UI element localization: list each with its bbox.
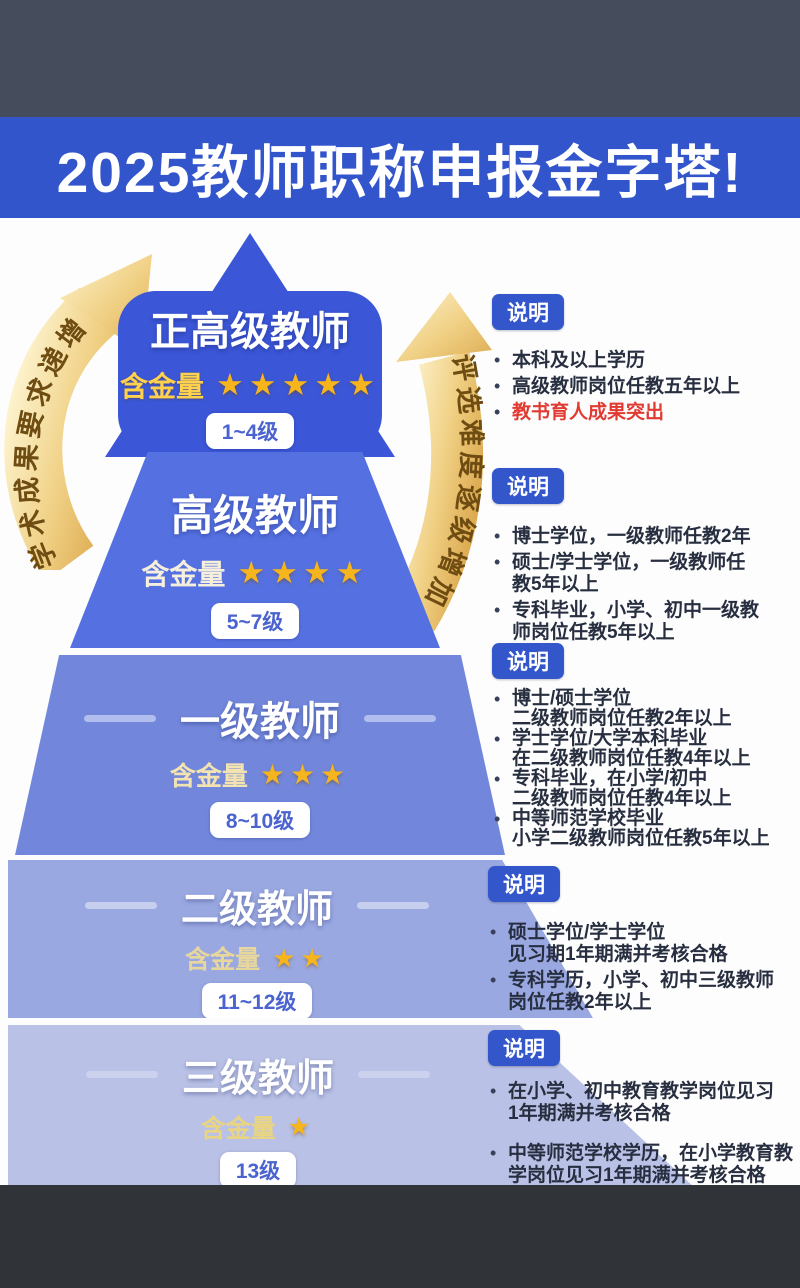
decor-line [85, 1071, 158, 1078]
note-item: 博士学位，一级教师任教2年 [492, 526, 800, 548]
tier-title: 一级教师 [180, 700, 340, 744]
note-badge: 说明 [492, 643, 564, 679]
note-line: 见习期1年期满并考核合格 [508, 944, 728, 965]
note-line: 博士/硕士学位 [512, 688, 632, 709]
level-pill: 11~12级 [201, 983, 313, 1018]
note-item: 在小学、初中教育教学岗位见习 1年期满并考核合格 [488, 1081, 796, 1125]
note-item: 专科毕业，小学、初中一级教 师岗位任教5年以上 [492, 600, 800, 644]
star-rating: ★ [287, 1113, 316, 1141]
note-item: 本科及以上学历 [492, 350, 800, 372]
note-line: 在二级教师岗位任教4年以上 [512, 748, 751, 769]
note-item: 硕士学位/学士学位 见习期1年期满并考核合格 [488, 922, 796, 966]
note-badge: 说明 [492, 294, 564, 330]
tier-title: 高级教师 [170, 492, 339, 539]
note-list: 博士学位，一级教师任教2年 硕士/学士学位，一级教师任 教5年以上 专科毕业，小… [492, 526, 800, 644]
level-pill: 8~10级 [209, 802, 311, 838]
note-list: 博士/硕士学位 二级教师岗位任教2年以上 学士学位/大学本科毕业 在二级教师岗位… [492, 689, 800, 849]
note-list: 本科及以上学历 高级教师岗位任教五年以上 教书育人成果突出 [492, 350, 800, 424]
gold-content-label: 含金量 [120, 371, 205, 402]
decor-line [84, 902, 157, 909]
note-line: 岗位任教2年以上 [508, 992, 652, 1013]
note-item: 中等师范学校学历，在小学教育教 学岗位见习1年期满并考核合格 [488, 1143, 796, 1187]
note-section-5: 说明 在小学、初中教育教学岗位见习 1年期满并考核合格 中等师范学校学历，在小学… [488, 1030, 796, 1191]
note-line: 二级教师岗位任教2年以上 [512, 708, 732, 729]
left-arrow-icon: 学术成果要求递增 [4, 254, 152, 570]
note-list: 硕士学位/学士学位 见习期1年期满并考核合格 专科学历，小学、初中三级教师 岗位… [488, 922, 796, 1014]
note-item: 中等师范学校毕业 小学二级教师岗位任教5年以上 [492, 809, 800, 849]
bottom-letterbox-bar [0, 1185, 800, 1288]
decor-line [358, 1071, 430, 1078]
note-badge: 说明 [488, 1030, 560, 1066]
note-item: 硕士/学士学位，一级教师任 教5年以上 [492, 552, 800, 596]
right-arrow-icon: 评选难度逐级增加 [389, 292, 492, 632]
level-pill: 5~7级 [210, 603, 300, 639]
decor-line [357, 902, 429, 909]
note-line: 专科毕业，小学、初中一级教 [512, 600, 760, 621]
note-badge: 说明 [492, 468, 564, 504]
note-line: 在小学、初中教育教学岗位见习 [508, 1081, 775, 1102]
note-section-4: 说明 硕士学位/学士学位 见习期1年期满并考核合格 专科学历，小学、初中三级教师… [488, 866, 796, 1018]
note-item: 教书育人成果突出 [492, 402, 800, 424]
level-pill: 13级 [219, 1152, 297, 1185]
gold-content-label: 含金量 [169, 761, 248, 791]
note-badge: 说明 [488, 866, 560, 902]
gold-content-label: 含金量 [141, 559, 226, 590]
decor-line [84, 714, 156, 722]
note-line: 学士学位/大学本科毕业 [512, 728, 708, 749]
title-banner: 2025教师职称申报金字塔! [0, 117, 800, 218]
level-pill: 1~4级 [205, 413, 295, 449]
page-title: 2025教师职称申报金字塔! [56, 140, 744, 205]
star-rating: ★★★★★ [216, 367, 380, 402]
note-section-1: 说明 本科及以上学历 高级教师岗位任教五年以上 教书育人成果突出 [492, 294, 800, 428]
note-line: 师岗位任教5年以上 [512, 622, 675, 643]
note-line: 小学二级教师岗位任教5年以上 [512, 828, 770, 849]
note-line: 博士学位，一级教师任教2年 [512, 526, 751, 547]
note-line: 中等师范学校毕业 [512, 808, 665, 829]
note-line: 硕士/学士学位，一级教师任 [512, 552, 746, 573]
pyramid-tier-3: 一级教师 含金量 ★★★ 8~10级 [15, 655, 505, 855]
note-item: 学士学位/大学本科毕业 在二级教师岗位任教4年以上 [492, 729, 800, 769]
top-letterbox-bar [0, 0, 800, 117]
pyramid-tier-1: 正高级教师 含金量 ★★★★★ 1~4级 [110, 291, 390, 449]
star-rating: ★★ [272, 942, 329, 973]
note-line-highlight: 教书育人成果突出 [512, 402, 665, 423]
note-item: 高级教师岗位任教五年以上 [492, 376, 800, 398]
note-section-2: 说明 博士学位，一级教师任教2年 硕士/学士学位，一级教师任 教5年以上 专科毕… [492, 468, 800, 648]
note-line: 中等师范学校学历，在小学教育教 [508, 1143, 794, 1164]
gold-content-label: 含金量 [200, 1115, 276, 1143]
note-list: 在小学、初中教育教学岗位见习 1年期满并考核合格 中等师范学校学历，在小学教育教… [488, 1081, 796, 1187]
note-line: 专科毕业，在小学/初中 [512, 768, 708, 789]
tier-title: 正高级教师 [150, 310, 350, 354]
note-line: 教5年以上 [512, 574, 599, 595]
gold-content-label: 含金量 [185, 946, 261, 974]
note-line: 学岗位见习1年期满并考核合格 [508, 1165, 766, 1186]
tier-title: 二级教师 [180, 889, 333, 931]
note-item: 专科学历，小学、初中三级教师 岗位任教2年以上 [488, 970, 796, 1014]
note-line: 专科学历，小学、初中三级教师 [508, 970, 775, 991]
note-item: 博士/硕士学位 二级教师岗位任教2年以上 [492, 689, 800, 729]
note-line: 硕士学位/学士学位 [508, 922, 666, 943]
note-item: 专科毕业，在小学/初中 二级教师岗位任教4年以上 [492, 769, 800, 809]
note-line: 高级教师岗位任教五年以上 [512, 376, 741, 397]
note-line: 二级教师岗位任教4年以上 [512, 788, 732, 809]
star-rating: ★★★ [259, 759, 351, 790]
star-rating: ★★★★ [237, 555, 369, 590]
note-section-3: 说明 博士/硕士学位 二级教师岗位任教2年以上 学士学位/大学本科毕业 在二级教… [492, 643, 800, 849]
tier-title: 三级教师 [181, 1058, 334, 1100]
note-line: 1年期满并考核合格 [508, 1103, 671, 1124]
decor-line [364, 714, 436, 722]
note-line: 本科及以上学历 [512, 350, 646, 371]
